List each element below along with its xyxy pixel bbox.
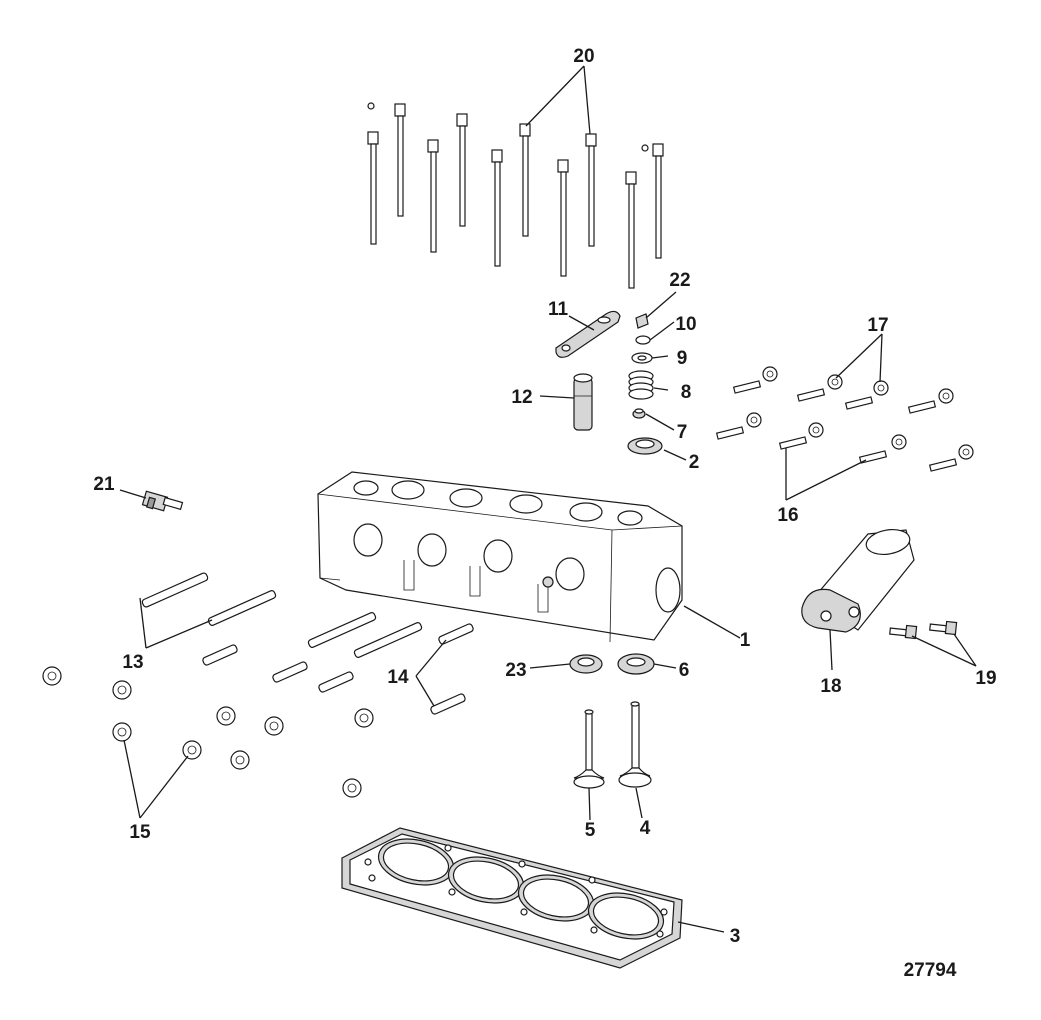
callout-14: 14 [387, 667, 409, 688]
nut [762, 366, 778, 382]
nut [112, 680, 132, 700]
nut [342, 778, 362, 798]
callout-16: 16 [777, 505, 798, 526]
stud [858, 450, 888, 464]
callout-18: 18 [820, 676, 841, 697]
cam-bores [353, 480, 643, 526]
callout-2: 2 [689, 452, 700, 473]
washer-small [641, 144, 649, 152]
nut [230, 750, 250, 770]
manifold-studs [715, 380, 958, 472]
callout-6: 6 [679, 660, 690, 681]
thermostat-bolts [889, 620, 958, 640]
nut [891, 434, 907, 450]
callout-20: 20 [573, 46, 594, 67]
callout-19: 19 [975, 668, 996, 689]
callout-23: 23 [505, 660, 526, 681]
head-bolt [585, 133, 597, 247]
head-nuts [42, 666, 374, 798]
callout-1: 1 [740, 630, 751, 651]
rocker-arm [555, 310, 621, 358]
stud [732, 380, 762, 394]
head-bolt [625, 171, 637, 289]
cylinder-head [317, 471, 683, 643]
callout-17: 17 [867, 315, 888, 336]
callout-13: 13 [122, 652, 143, 673]
nut [264, 716, 284, 736]
nut [873, 380, 889, 396]
head-gasket [341, 827, 683, 969]
valve-seals [569, 653, 655, 675]
nut [182, 740, 202, 760]
callout-4: 4 [640, 818, 651, 839]
thermostat-housing [801, 528, 915, 633]
head-bolts [367, 102, 664, 289]
callout-22: 22 [669, 270, 690, 291]
callout-labels: 1 2 3 4 5 6 7 8 9 10 11 12 13 14 15 16 1… [93, 46, 996, 947]
callout-3: 3 [730, 926, 741, 947]
stud [715, 426, 745, 440]
head-bolt [491, 149, 503, 267]
head-bolt [557, 159, 569, 277]
stud [796, 388, 826, 402]
figure-number: 27794 [904, 960, 957, 981]
valve-train-stack [627, 313, 663, 455]
hydraulic-lifter [573, 373, 593, 431]
nut [216, 706, 236, 726]
nut [938, 388, 954, 404]
callout-10: 10 [675, 314, 696, 335]
callout-5: 5 [585, 820, 596, 841]
head-bolt [456, 113, 468, 227]
stud [844, 396, 874, 410]
head-bolt [394, 103, 406, 217]
nut [827, 374, 843, 390]
head-bolt [427, 139, 439, 253]
callout-15: 15 [129, 822, 151, 843]
stud [907, 400, 937, 414]
callout-8: 8 [681, 382, 692, 403]
valve-spring [628, 370, 654, 400]
temperature-sender [141, 490, 184, 512]
head-bolt [652, 143, 664, 259]
stud [778, 436, 808, 450]
head-bolt [519, 123, 531, 237]
washer-small [367, 102, 375, 110]
nut [958, 444, 974, 460]
valves [573, 701, 652, 789]
callout-11: 11 [548, 299, 569, 320]
callout-21: 21 [93, 474, 115, 495]
manifold-nuts [746, 366, 974, 460]
intake-valve [573, 709, 605, 789]
callout-9: 9 [677, 348, 688, 369]
exhaust-valve [618, 701, 652, 788]
callout-12: 12 [511, 387, 532, 408]
nut [746, 412, 762, 428]
long-dowels [141, 572, 423, 658]
nut [808, 422, 824, 438]
nut [112, 722, 132, 742]
head-bolt [367, 131, 379, 245]
nut [42, 666, 62, 686]
stud [928, 458, 958, 472]
leader-lines [119, 65, 977, 933]
nut [354, 708, 374, 728]
short-dowels [202, 623, 474, 715]
port-openings [353, 523, 681, 613]
callout-7: 7 [677, 422, 688, 443]
